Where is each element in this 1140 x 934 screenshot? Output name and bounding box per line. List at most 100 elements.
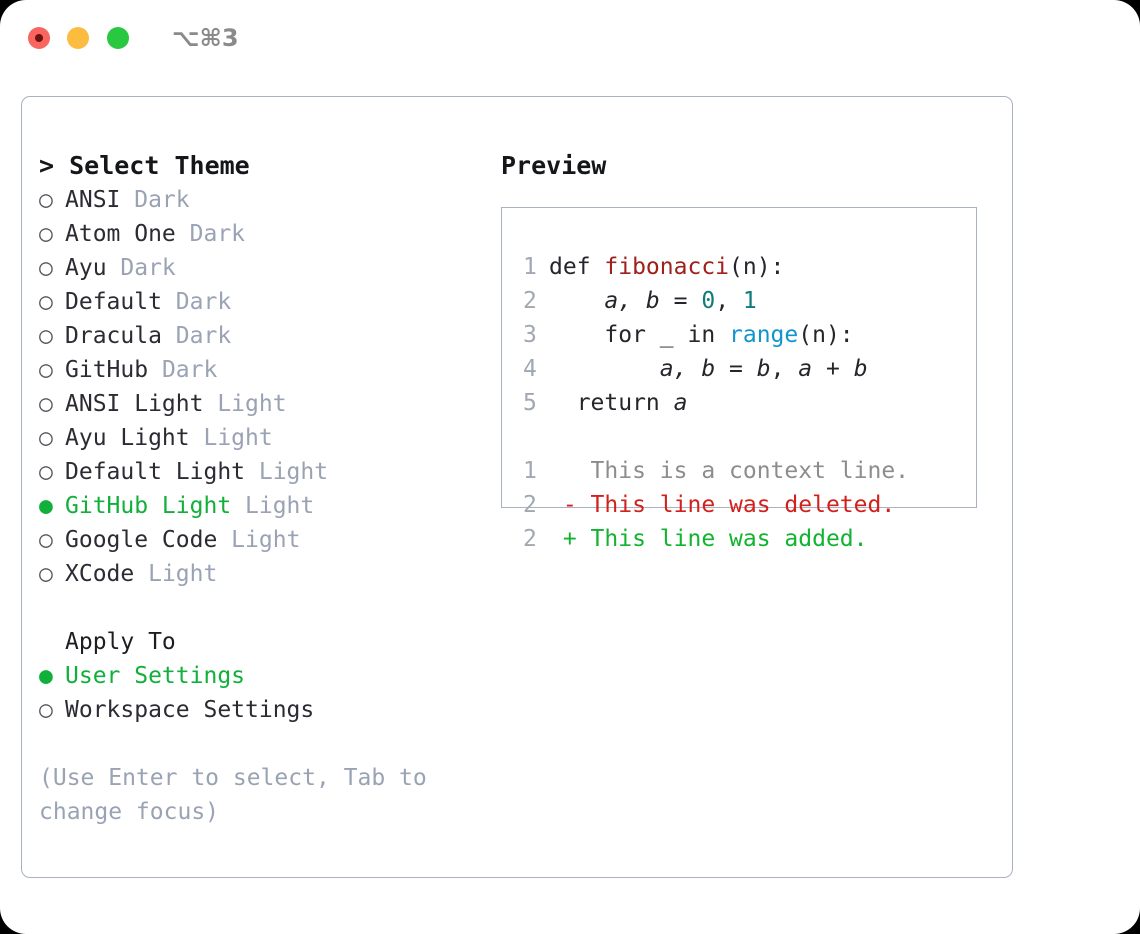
apply-to-option[interactable]: ○Workspace Settings	[39, 693, 489, 727]
theme-option[interactable]: ○Default Light Light	[39, 455, 489, 489]
code-token: a	[673, 390, 688, 416]
theme-option[interactable]: ○ Dracula Dark	[39, 319, 489, 353]
theme-option-label: XCode	[65, 561, 135, 587]
radio-unselected-icon: ○	[39, 357, 53, 383]
code-token: fibonacci	[604, 254, 730, 280]
code-token: =	[715, 356, 757, 382]
radio-unselected-icon: ○	[39, 289, 53, 315]
theme-selection-column: > Select Theme ○ANSI Dark○Atom One Dark○…	[39, 149, 489, 829]
line-number: 2	[523, 492, 537, 518]
theme-option[interactable]: ○Google Code Light	[39, 523, 489, 557]
theme-option-label: ANSI	[65, 187, 121, 213]
theme-option-variant: Dark	[175, 221, 246, 247]
theme-option-variant: Light	[217, 527, 301, 553]
preview-title: Preview	[501, 151, 607, 180]
code-token: ,	[715, 288, 743, 314]
code-token: range	[729, 322, 799, 348]
apply-to-option-label: User Settings	[65, 663, 246, 689]
code-token: 0	[701, 288, 716, 314]
theme-option-label: Dracula	[65, 323, 162, 349]
radio-unselected-icon: ○	[39, 391, 53, 417]
select-theme-header: > Select Theme	[39, 151, 250, 180]
diff-sample: 1 This is a context line.2 - This line w…	[502, 454, 976, 556]
theme-option-variant: Light	[203, 391, 287, 417]
close-window-button[interactable]	[28, 27, 50, 49]
maximize-window-button[interactable]	[107, 27, 129, 49]
radio-unselected-icon: ○	[39, 527, 53, 553]
apply-to-option-label: Workspace Settings	[65, 697, 315, 723]
theme-option[interactable]: ○Atom One Dark	[39, 217, 489, 251]
radio-unselected-icon: ○	[39, 221, 53, 247]
theme-option[interactable]: ○ Default Dark	[39, 285, 489, 319]
radio-unselected-icon: ○	[39, 255, 53, 281]
radio-selected-icon: ●	[39, 663, 53, 689]
code-line: 1 def fibonacci(n):	[502, 250, 976, 284]
line-number: 4	[523, 356, 537, 382]
code-token: b	[756, 356, 771, 382]
theme-option[interactable]: ○ANSI Dark	[39, 183, 489, 217]
code-token: (n):	[729, 254, 785, 280]
spacer	[502, 420, 976, 454]
radio-unselected-icon: ○	[39, 425, 53, 451]
code-token: a	[798, 356, 813, 382]
theme-list[interactable]: ○ANSI Dark○Atom One Dark○Ayu Dark○Defaul…	[39, 183, 489, 591]
theme-option-variant: Dark	[106, 255, 176, 281]
apply-to-list[interactable]: ● User Settings ○Workspace Settings	[39, 659, 489, 727]
diff-line-text: - This line was deleted.	[549, 492, 896, 518]
theme-option-variant: Light	[134, 561, 218, 587]
theme-option[interactable]: ● GitHub Light Light	[39, 489, 489, 523]
diff-line: 1 This is a context line.	[502, 454, 976, 488]
code-token: ,	[770, 356, 799, 382]
code-token: (n):	[798, 322, 854, 348]
code-token: 1	[742, 288, 757, 314]
theme-option-label: Ayu	[65, 255, 107, 281]
keyboard-hint-text: (Use Enter to select, Tab to change focu…	[39, 765, 441, 825]
theme-option-label: GitHub Light	[65, 493, 232, 519]
line-number: 5	[523, 390, 537, 416]
code-token: =	[659, 288, 702, 314]
apply-to-section: Apply To ●User Settings○Workspace Settin…	[39, 625, 489, 727]
code-line: 3 for _ in range(n):	[502, 318, 976, 352]
diff-line: 2 - This line was deleted.	[502, 488, 976, 522]
theme-option-variant: Dark	[161, 289, 232, 315]
line-number: 1	[523, 254, 537, 280]
radio-unselected-icon: ○	[39, 561, 53, 587]
theme-option-variant: Light	[189, 425, 273, 451]
theme-option-label: Default	[65, 289, 162, 315]
code-token: a, b	[604, 288, 660, 314]
theme-option[interactable]: ○ANSI Light Light	[39, 387, 489, 421]
code-line: 5 return a	[502, 386, 976, 420]
code-token: def	[549, 254, 605, 280]
theme-option[interactable]: ○Ayu Light Light	[39, 421, 489, 455]
line-number: 3	[523, 322, 537, 348]
code-token: +	[812, 356, 854, 382]
line-number: 1	[523, 458, 537, 484]
line-number: 2	[523, 288, 537, 314]
theme-option-label: GitHub	[65, 357, 149, 383]
apply-to-option[interactable]: ● User Settings	[39, 659, 489, 693]
radio-unselected-icon: ○	[39, 323, 53, 349]
radio-selected-icon: ●	[39, 493, 53, 519]
theme-option-variant: Light	[231, 493, 315, 519]
theme-picker-panel: > Select Theme ○ANSI Dark○Atom One Dark○…	[21, 96, 1013, 878]
radio-unselected-icon: ○	[39, 459, 53, 485]
code-token: for _ in	[549, 322, 730, 348]
code-token	[549, 356, 660, 382]
theme-option[interactable]: ○ Ayu Dark	[39, 251, 489, 285]
code-token: return	[549, 390, 674, 416]
code-token: b	[853, 356, 868, 382]
code-line: 2 a, b = 0, 1	[502, 284, 976, 318]
minimize-window-button[interactable]	[67, 27, 89, 49]
theme-option[interactable]: ○ GitHub Dark	[39, 353, 489, 387]
line-number: 2	[523, 526, 537, 552]
title-bar: ⌥⌘3	[0, 0, 1140, 76]
theme-option-variant: Dark	[148, 357, 218, 383]
theme-option-variant: Dark	[161, 323, 232, 349]
code-token	[549, 288, 604, 314]
keyboard-shortcut-label: ⌥⌘3	[172, 24, 239, 52]
theme-option[interactable]: ○ XCode Light	[39, 557, 489, 591]
